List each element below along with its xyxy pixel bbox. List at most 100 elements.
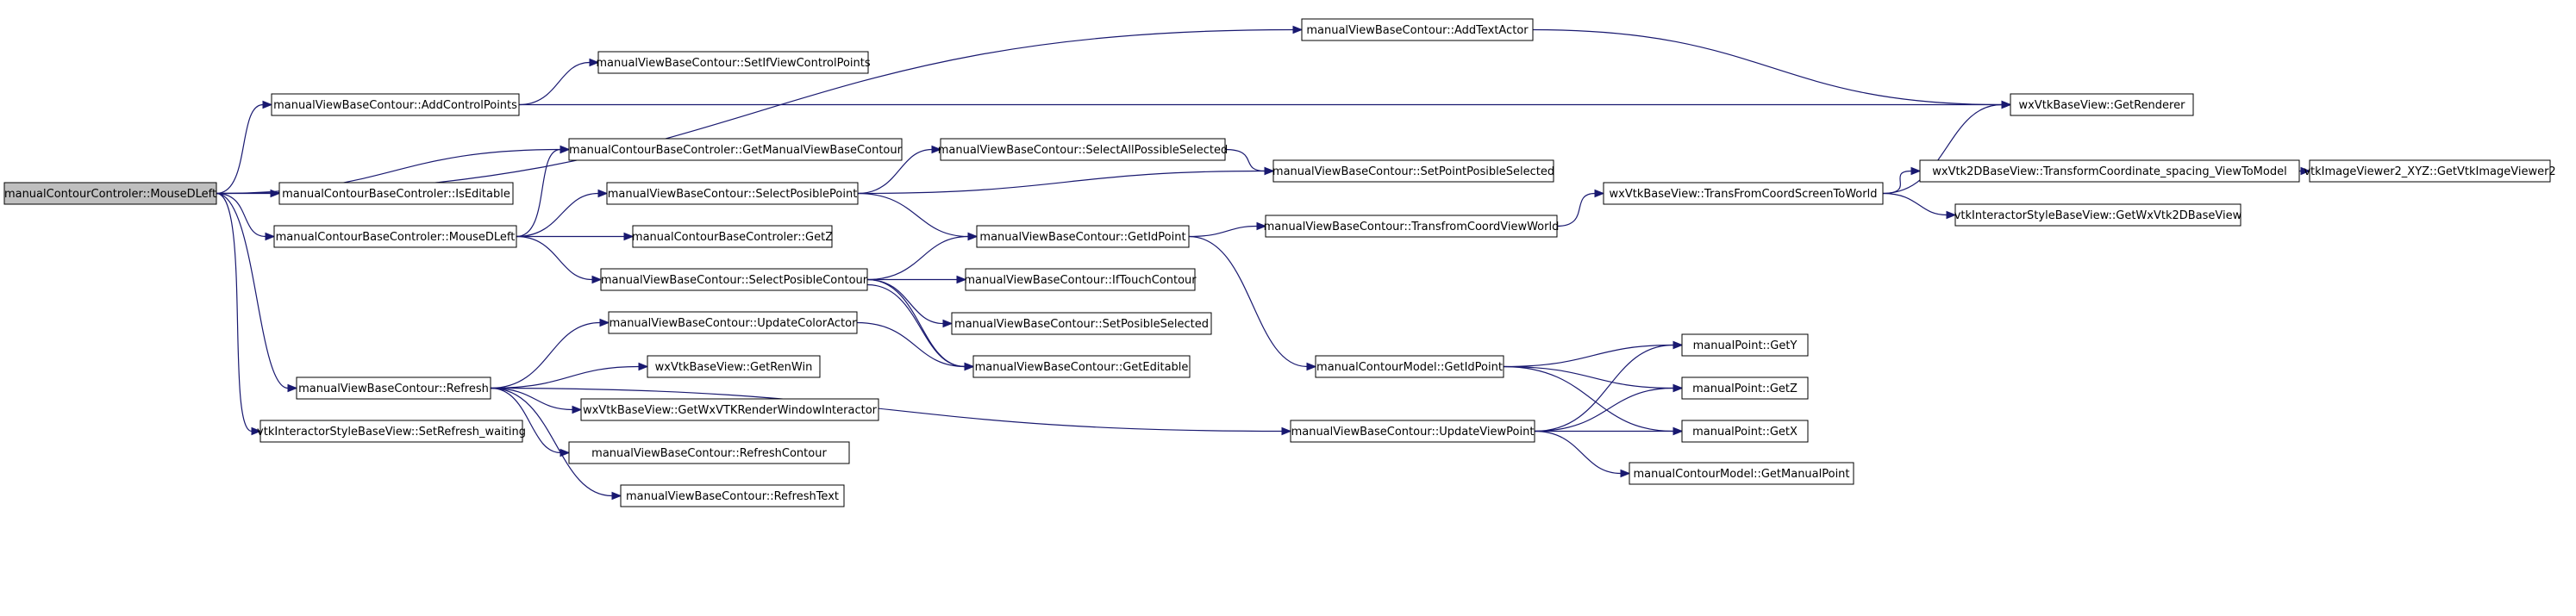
node-box [278, 182, 514, 205]
node-label: manualViewBaseContour::SetIfViewControlP… [596, 57, 871, 70]
edge-line [857, 170, 1266, 195]
edge-arrowhead [1946, 210, 1957, 220]
node-label: manualViewBaseContour::SetPointPosibleSe… [1272, 165, 1554, 178]
edge-arrowhead [623, 232, 635, 241]
node-label: manualContourModel::GetIdPoint [1316, 361, 1503, 374]
node-selectPosiblePoint[interactable]: manualViewBaseContour::SelectPosiblePoin… [606, 182, 859, 205]
node-updateColorActor[interactable]: manualViewBaseContour::UpdateColorActor [608, 311, 858, 334]
node-setRefreshWaiting[interactable]: vtkInteractorStyleBaseView::SetRefresh_w… [257, 420, 526, 443]
call-edge-root-to-addControlPoints [216, 100, 273, 195]
node-setPosibleSelected[interactable]: manualViewBaseContour::SetPosibleSelecte… [951, 312, 1212, 335]
edge-arrowhead [967, 232, 979, 241]
call-edge-getIdPointModel-to-getZ [1503, 365, 1684, 393]
edge-line [216, 192, 266, 238]
node-label: wxVtkBaseView::TransFromCoordScreenToWor… [1610, 188, 1878, 201]
node-label: manualViewBaseContour::SetPosibleSelecte… [954, 318, 1209, 331]
node-box [608, 311, 858, 334]
call-edge-root-to-mouseDLeftBase [216, 192, 276, 241]
node-label: manualViewBaseContour::GetEditable [975, 361, 1189, 374]
node-label: manualContourModel::GetManualPoint [1633, 468, 1849, 481]
node-refresh[interactable]: manualViewBaseContour::Refresh [296, 376, 491, 400]
node-getZ[interactable]: manualPoint::GetZ [1681, 376, 1809, 400]
node-getIdPointView[interactable]: manualViewBaseContour::GetIdPoint [976, 225, 1190, 248]
call-edge-updateColorActor-to-getEditable [856, 321, 975, 371]
node-box [1315, 355, 1504, 378]
edge-arrowhead [287, 383, 298, 393]
node-getRenWin[interactable]: wxVtkBaseView::GetRenWin [647, 355, 821, 378]
call-edge-updateViewPoint-to-getZ [1534, 383, 1684, 432]
node-isEditable[interactable]: manualContourBaseControler::IsEditable [278, 182, 514, 205]
node-label: manualContourBaseControler::GetManualVie… [569, 144, 903, 157]
call-edge-updateViewPoint-to-getX [1535, 426, 1684, 436]
node-refreshText[interactable]: manualViewBaseContour::RefreshText [620, 484, 845, 507]
node-box [951, 312, 1212, 335]
edge-line [1503, 344, 1674, 368]
node-getWxVtk2DBaseView[interactable]: vtkInteractorStyleBaseView::GetWxVtk2DBa… [1954, 203, 2242, 227]
edge-arrowhead [1673, 340, 1684, 350]
edge-arrowhead [611, 491, 622, 501]
node-getX[interactable]: manualPoint::GetX [1681, 420, 1809, 443]
node-getIdPointModel[interactable]: manualContourModel::GetIdPoint [1315, 355, 1504, 378]
node-selectAllPossibleSelected[interactable]: manualViewBaseContour::SelectAllPossible… [938, 138, 1229, 161]
edge-arrowhead [1673, 426, 1684, 436]
node-setPointPosibleSelected[interactable]: manualViewBaseContour::SetPointPosibleSe… [1272, 159, 1554, 183]
node-getManualViewBaseContour[interactable]: manualContourBaseControler::GetManualVie… [568, 138, 903, 161]
node-getManualPoint[interactable]: manualContourModel::GetManualPoint [1629, 462, 1854, 485]
call-edge-mouseDLeftBase-to-getManualViewBaseContour [516, 145, 571, 238]
call-edge-refresh-to-refreshText [490, 387, 622, 501]
call-edge-root-to-isEditable [216, 189, 281, 198]
edge-arrowhead [597, 189, 609, 198]
node-label: manualViewBaseContour::TransfromCoordVie… [1264, 221, 1560, 233]
edge-line [516, 148, 561, 238]
node-transFromCoordScreenToWorld[interactable]: wxVtkBaseView::TransFromCoordScreenToWor… [1603, 182, 1884, 205]
node-box [1681, 420, 1809, 443]
node-getZBase[interactable]: manualContourBaseControler::GetZ [632, 225, 833, 248]
node-box [976, 225, 1190, 248]
call-edge-selectPosibleContour-to-ifTouchContour [867, 275, 967, 284]
node-getEditable[interactable]: manualViewBaseContour::GetEditable [972, 355, 1191, 378]
node-box [259, 420, 523, 443]
node-root[interactable]: manualContourControler::MouseDLeft [3, 182, 217, 205]
call-edge-mouseDLeftBase-to-getZBase [516, 232, 635, 241]
edge-arrowhead [931, 145, 942, 154]
edge-arrowhead [251, 426, 262, 436]
edge-arrowhead [1594, 189, 1605, 198]
node-getWxVTKRenderWindowInteractor[interactable]: wxVtkBaseView::GetWxVTKRenderWindowInter… [580, 398, 879, 421]
node-mouseDLeftBase[interactable]: manualContourBaseControler::MouseDLeft [273, 225, 517, 248]
edge-line [1882, 170, 1912, 195]
node-transformCoordinate[interactable]: wxVtk2DBaseView::TransformCoordinate_spa… [1919, 159, 2300, 183]
node-label: manualViewBaseContour::RefreshText [626, 490, 839, 503]
call-edge-transFromCoordScreenToWorld-to-transformCoordinate [1882, 166, 1922, 195]
node-label: vtkInteractorStyleBaseView::SetRefresh_w… [257, 426, 526, 439]
call-edge-mouseDLeftBase-to-selectPosiblePoint [516, 189, 609, 238]
node-addTextActor[interactable]: manualViewBaseContour::AddTextActor [1301, 18, 1534, 41]
call-edge-refresh-to-updateColorActor [490, 318, 610, 389]
node-getRenderer[interactable]: wxVtkBaseView::GetRenderer [2010, 93, 2194, 116]
edge-arrowhead [1256, 221, 1267, 231]
node-addControlPoints[interactable]: manualViewBaseContour::AddControlPoints [271, 93, 520, 116]
node-setIfViewControlPoints[interactable]: manualViewBaseContour::SetIfViewControlP… [596, 51, 871, 74]
node-label: manualViewBaseContour::AddControlPoints [273, 99, 517, 112]
call-edge-addTextActor-to-getRenderer [1532, 28, 2012, 109]
edge-arrowhead [1264, 166, 1275, 176]
edge-arrowhead [942, 319, 953, 328]
edge-line [490, 387, 573, 411]
edge-arrowhead [270, 189, 281, 198]
node-label: manualViewBaseContour::Refresh [298, 383, 489, 395]
edge-line [490, 321, 601, 389]
node-label: manualContourBaseControler::MouseDLeft [276, 231, 516, 244]
node-getY[interactable]: manualPoint::GetY [1681, 333, 1809, 357]
node-ifTouchContour[interactable]: manualViewBaseContour::IfTouchContour [964, 268, 1197, 291]
call-edge-selectAllPossibleSelected-to-setPointPosibleSelected [1224, 148, 1275, 176]
edge-arrowhead [265, 232, 276, 241]
call-edge-updateViewPoint-to-getY [1534, 340, 1684, 432]
node-box [271, 93, 520, 116]
node-label: manualViewBaseContour::SelectPosibleCont… [601, 274, 868, 287]
node-getVtkImageViewer2[interactable]: vtkImageViewer2_XYZ::GetVtkImageViewer2 [2304, 159, 2556, 183]
node-refreshContour[interactable]: manualViewBaseContour::RefreshContour [568, 441, 850, 464]
node-selectPosibleContour[interactable]: manualViewBaseContour::SelectPosibleCont… [600, 268, 868, 291]
node-transfromCoordViewWorld[interactable]: manualViewBaseContour::TransfromCoordVie… [1264, 215, 1560, 238]
node-label: wxVtkBaseView::GetRenderer [2019, 99, 2186, 112]
edge-line [1534, 430, 1622, 475]
node-updateViewPoint[interactable]: manualViewBaseContour::UpdateViewPoint [1290, 420, 1535, 443]
